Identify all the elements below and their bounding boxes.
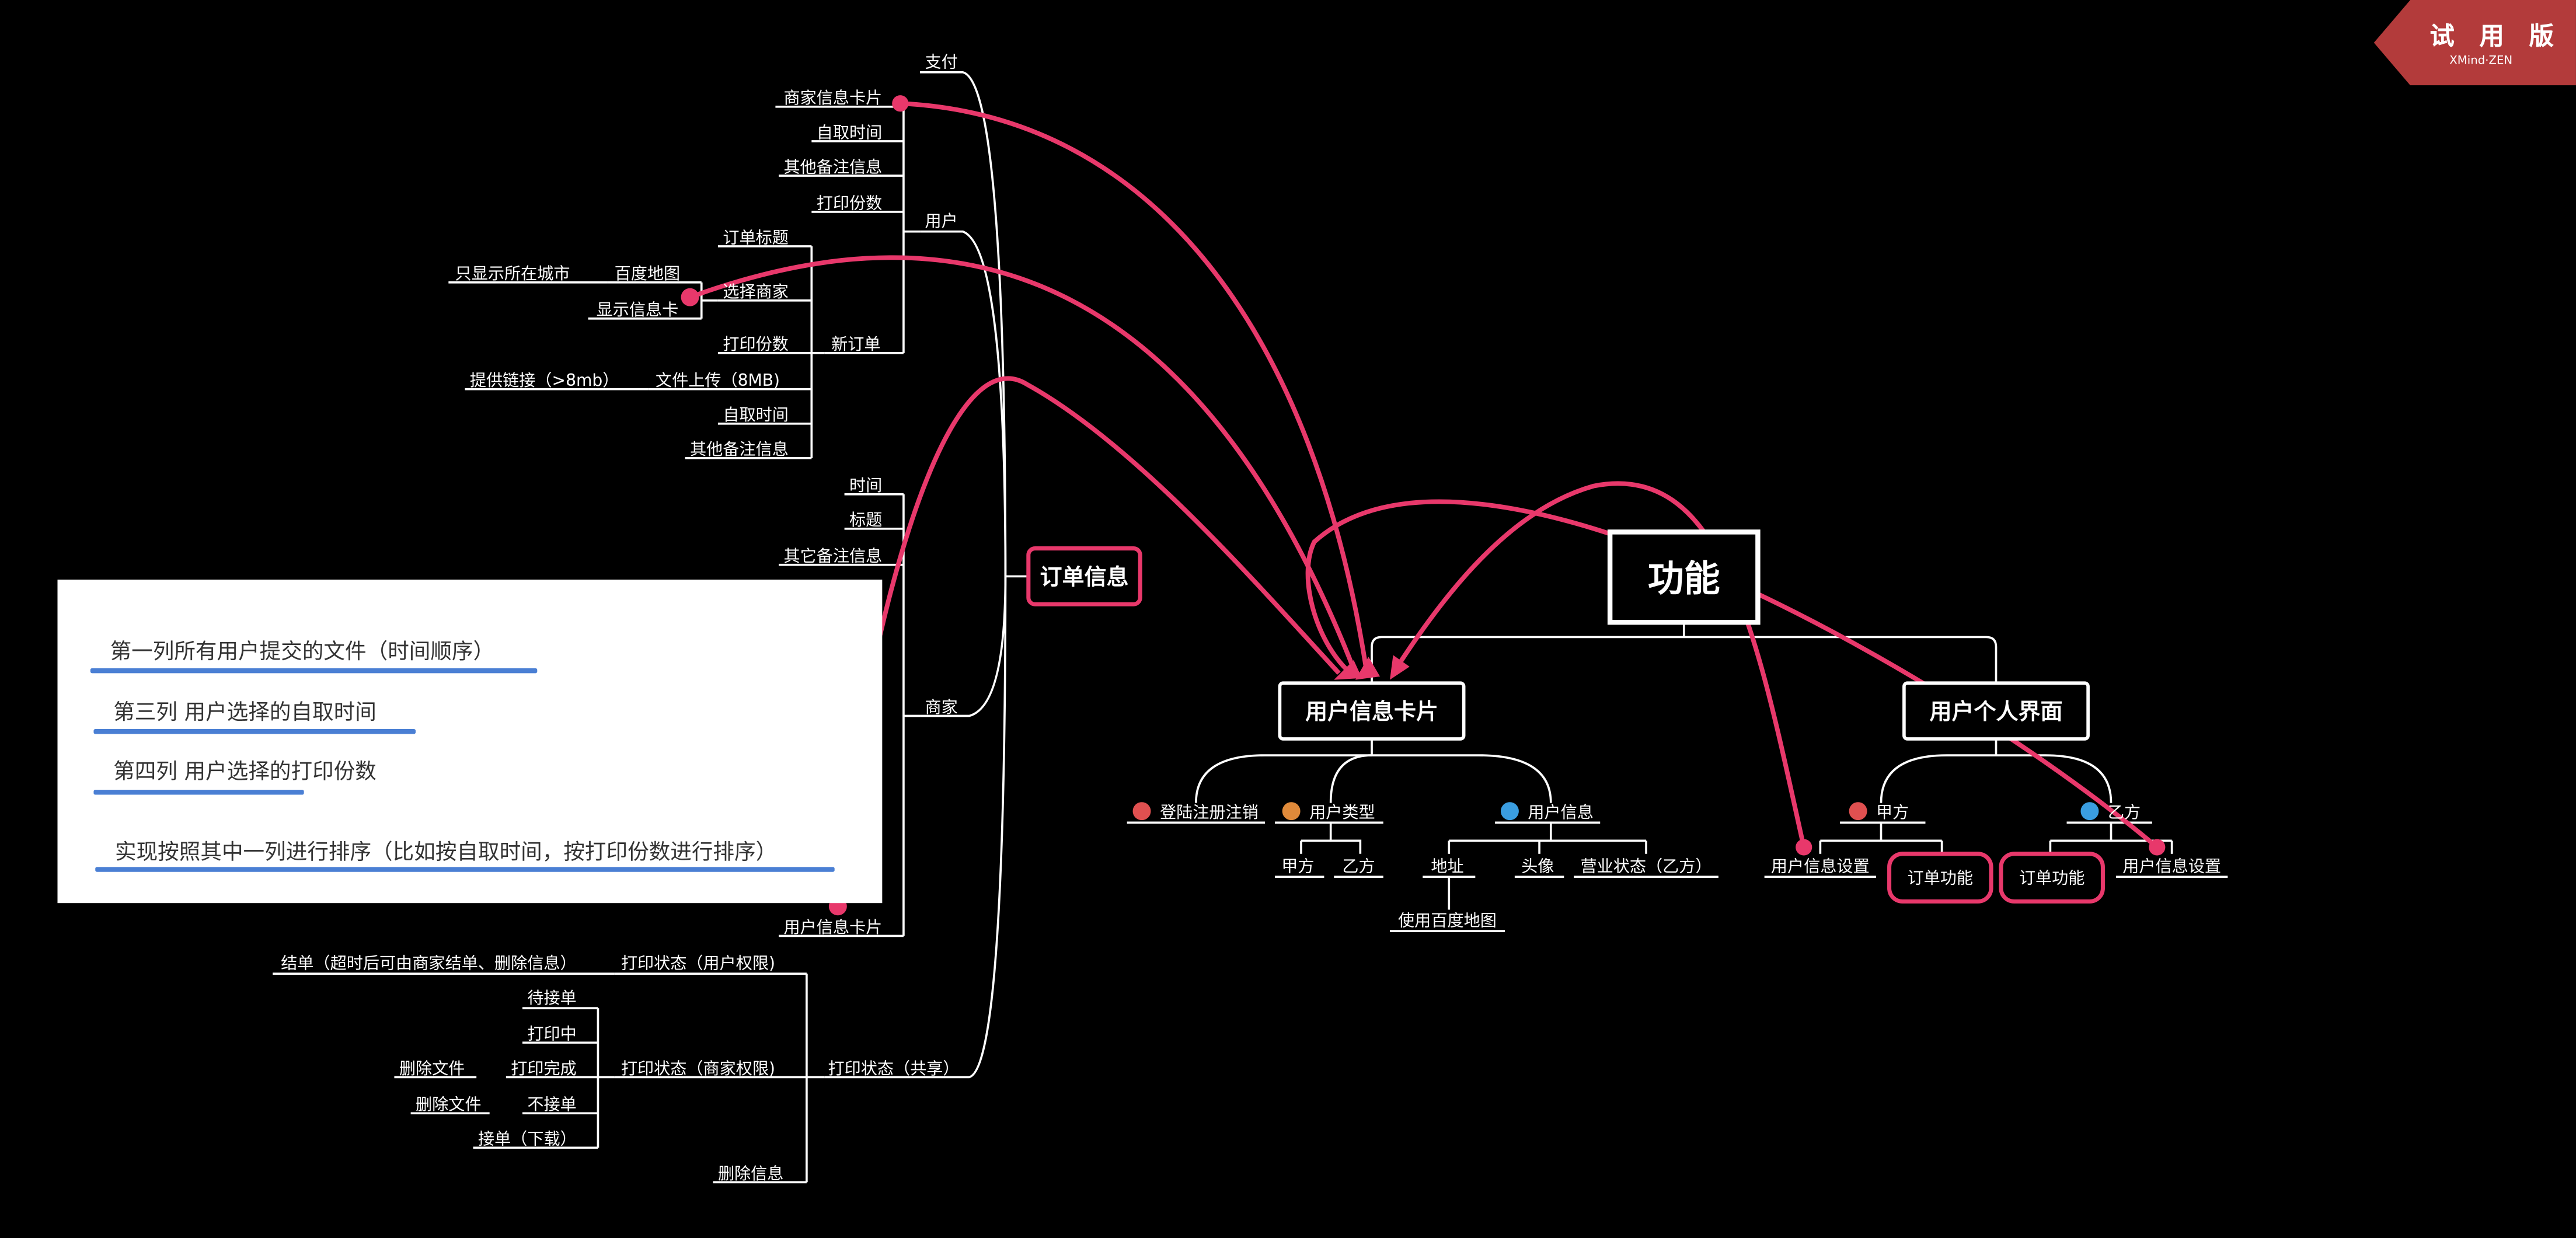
print-printing[interactable]: 打印中 [527, 1024, 576, 1044]
func-b[interactable]: 乙方 [2108, 803, 2141, 822]
branch-print-state[interactable]: 打印状态（共享） [828, 1059, 959, 1078]
branch-merchant[interactable]: 商家 [925, 698, 958, 717]
func-user-type[interactable]: 用户类型 [1309, 803, 1375, 822]
print-user-perm-note[interactable]: 结单（超时后可由商家结单、删除信息） [281, 954, 576, 973]
new-other-notes[interactable]: 其他备注信息 [690, 440, 789, 459]
branch-user[interactable]: 用户 [925, 211, 958, 231]
print-reject-delete[interactable]: 删除文件 [416, 1095, 482, 1114]
trial-product: XMind·ZEN [2449, 54, 2513, 68]
user-info-marker-icon [1500, 802, 1519, 821]
func-party-a[interactable]: 甲方 [1281, 857, 1314, 876]
new-city-only[interactable]: 只显示所在城市 [455, 264, 570, 283]
profile-box[interactable] [1902, 681, 2090, 741]
func-avatar[interactable]: 头像 [1521, 857, 1554, 876]
note-underline-2 [93, 729, 416, 734]
party-a-marker-icon [1849, 802, 1867, 821]
new-pickup-time[interactable]: 自取时间 [723, 405, 789, 424]
func-address[interactable]: 地址 [1431, 857, 1463, 876]
center-topic[interactable]: 订单信息 [1040, 564, 1129, 590]
merchant-title[interactable]: 标题 [849, 510, 882, 529]
new-select-merchant[interactable]: 选择商家 [723, 282, 789, 301]
func-login[interactable]: 登陆注册注销 [1160, 803, 1259, 822]
func-a-settings[interactable]: 用户信息设置 [1771, 857, 1870, 876]
new-show-card[interactable]: 显示信息卡 [597, 300, 679, 319]
root-topic[interactable]: 功能 [1648, 558, 1720, 600]
func-party-b[interactable]: 乙方 [1342, 857, 1375, 876]
center-topic-box[interactable] [1026, 546, 1142, 606]
user-type-marker-icon [1282, 802, 1301, 821]
func-a-order[interactable]: 订单功能 [1908, 868, 1974, 887]
connector-lines [273, 71, 2228, 1184]
b-order-box[interactable] [1999, 852, 2105, 904]
user-other-notes[interactable]: 其他备注信息 [783, 157, 882, 176]
func-b-order[interactable]: 订单功能 [2019, 868, 2085, 887]
note-line-4: 实现按照其中一列进行排序（比如按自取时间，按打印份数进行排序） [115, 841, 778, 866]
note-underline-3 [93, 790, 304, 795]
merchant-other-notes[interactable]: 其它备注信息 [783, 546, 882, 566]
print-delete-info[interactable]: 删除信息 [718, 1164, 784, 1183]
new-file-upload[interactable]: 文件上传（8MB) [656, 371, 780, 390]
trial-badge[interactable]: 试 用 版 XMind·ZEN [2373, 0, 2576, 86]
note-line-2: 第三列 用户选择的自取时间 [113, 701, 377, 726]
func-a[interactable]: 甲方 [1876, 803, 1909, 822]
new-link[interactable]: 提供链接（>8mb） [470, 371, 619, 390]
func-b-settings[interactable]: 用户信息设置 [2122, 857, 2221, 876]
note-underline-1 [90, 668, 538, 674]
print-user-perm[interactable]: 打印状态（用户权限) [621, 954, 775, 973]
party-b-marker-icon [2080, 802, 2099, 821]
note-image: 第一列所有用户提交的文件（时间顺序） 第三列 用户选择的自取时间 第四列 用户选… [57, 580, 883, 904]
new-order-title[interactable]: 订单标题 [723, 228, 789, 247]
card-topic[interactable]: 用户信息卡片 [1305, 699, 1438, 724]
print-done[interactable]: 打印完成 [511, 1059, 577, 1078]
note-line-1: 第一列所有用户提交的文件（时间顺序） [110, 640, 495, 665]
print-reject[interactable]: 不接单 [527, 1095, 576, 1114]
trial-text: 试 用 版 [2429, 21, 2562, 51]
note-line-3: 第四列 用户选择的打印份数 [113, 760, 377, 785]
note-underline-4 [95, 867, 835, 872]
merchant-user-card[interactable]: 用户信息卡片 [783, 918, 882, 937]
login-marker-icon [1132, 802, 1151, 821]
print-accept[interactable]: 接单（下载） [478, 1129, 577, 1149]
new-print-copies[interactable]: 打印份数 [723, 334, 789, 354]
user-pickup-time[interactable]: 自取时间 [817, 123, 883, 142]
new-baidu-map[interactable]: 百度地图 [615, 264, 681, 283]
user-merchant-card[interactable]: 商家信息卡片 [783, 88, 882, 107]
root-box[interactable] [1607, 529, 1761, 625]
print-done-delete[interactable]: 删除文件 [399, 1059, 465, 1078]
relationship-arrows [681, 95, 2166, 916]
branch-pay[interactable]: 支付 [925, 52, 958, 71]
print-merchant-perm[interactable]: 打印状态（商家权限) [621, 1059, 775, 1078]
print-wait[interactable]: 待接单 [527, 988, 576, 1007]
func-biz-status[interactable]: 营业状态（乙方） [1580, 857, 1711, 876]
merchant-time[interactable]: 时间 [849, 476, 882, 495]
a-order-box[interactable] [1887, 852, 1993, 904]
profile-topic[interactable]: 用户个人界面 [1930, 699, 2063, 724]
user-new-order[interactable]: 新订单 [831, 334, 880, 354]
func-user-info[interactable]: 用户信息 [1528, 803, 1594, 822]
func-use-baidu[interactable]: 使用百度地图 [1398, 911, 1497, 930]
user-print-copies[interactable]: 打印份数 [817, 193, 883, 212]
card-box[interactable] [1278, 681, 1466, 741]
